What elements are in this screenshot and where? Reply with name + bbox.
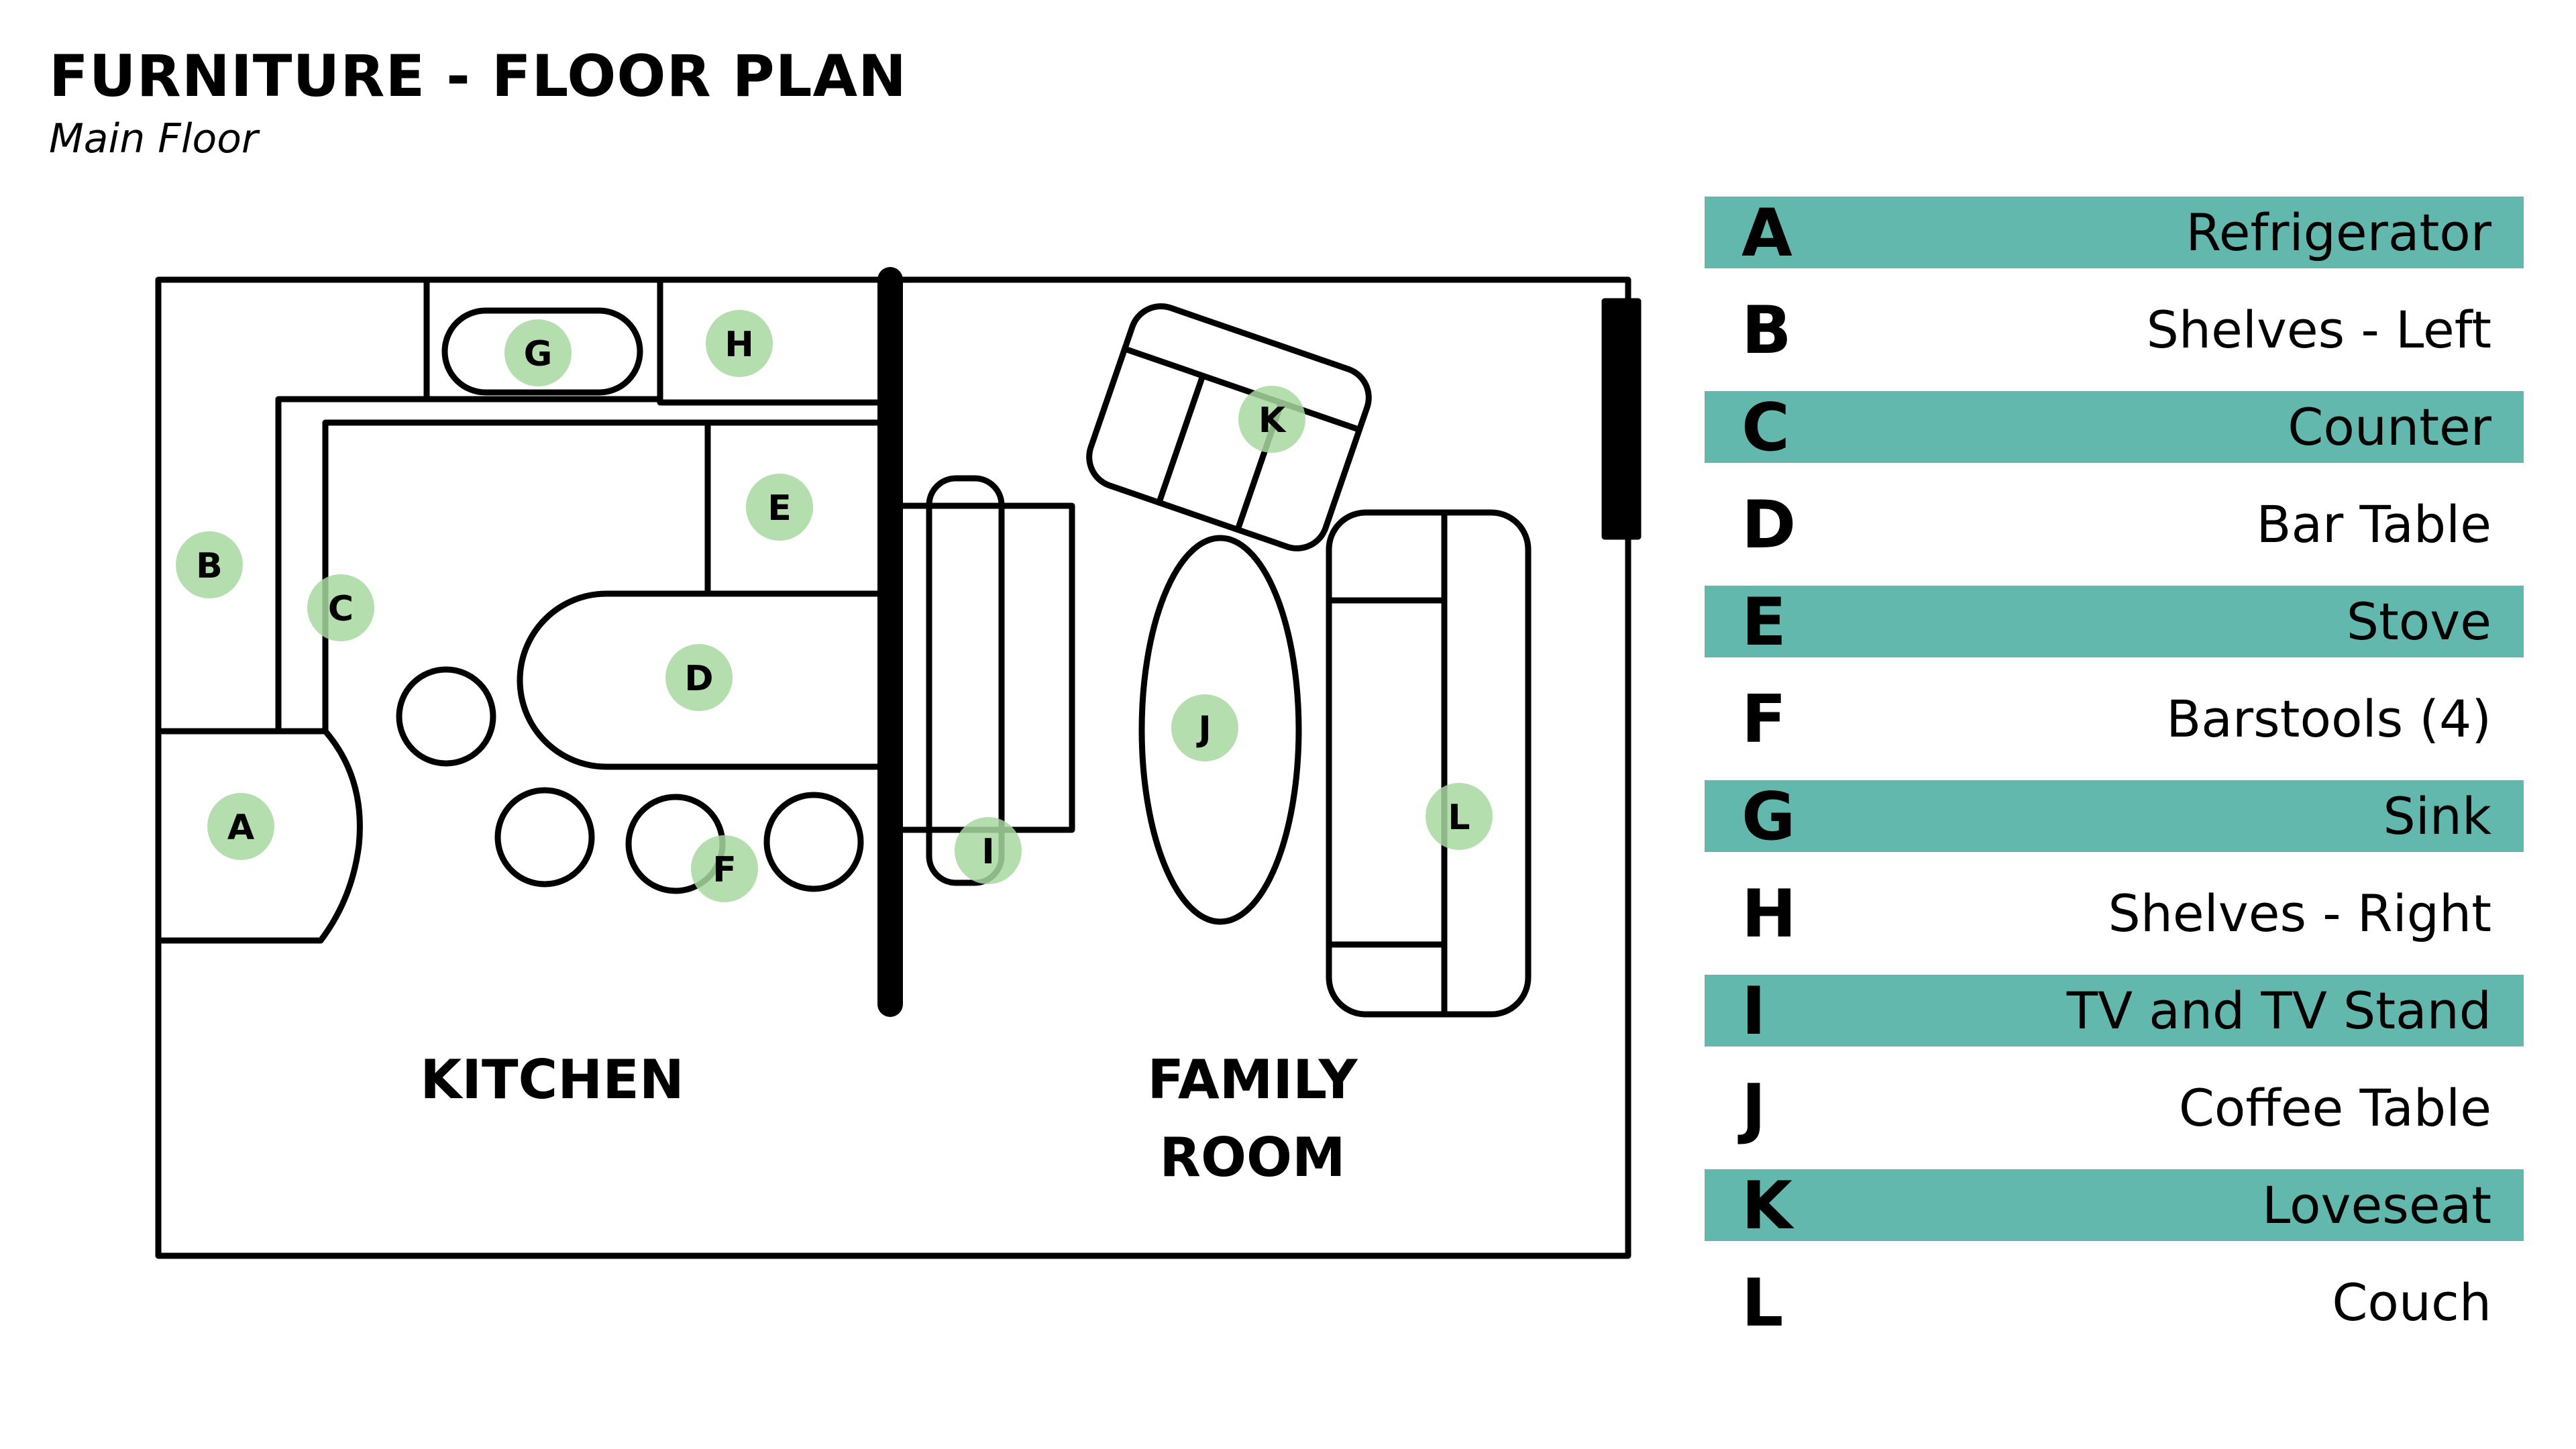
legend-label: Barstools (4): [2166, 689, 2491, 749]
barstool: [396, 666, 496, 767]
marker-h: H: [706, 310, 773, 377]
legend-label: Loveseat: [2262, 1175, 2491, 1235]
legend-band: [1705, 391, 2524, 463]
legend-row-j: J Coffee Table: [1705, 1071, 2524, 1147]
couch-shape: [1326, 509, 1532, 1018]
legend-label: TV and TV Stand: [2066, 981, 2491, 1040]
kitchen-label: KITCHEN: [420, 1049, 684, 1111]
shelves-left-shape: [275, 276, 430, 735]
marker-l: L: [1426, 783, 1493, 850]
legend-band: [1705, 197, 2524, 268]
page-subtitle: Main Floor: [49, 115, 258, 162]
marker-f-label: F: [712, 850, 737, 890]
coffee-table-shape: [1138, 535, 1302, 925]
marker-i: I: [955, 817, 1022, 884]
legend-letter: L: [1741, 1265, 1784, 1342]
barstool: [494, 787, 595, 888]
loveseat-line: [1156, 372, 1206, 506]
legend-letter: F: [1741, 682, 1786, 758]
legend-label: Bar Table: [2256, 494, 2491, 554]
family-room-label-line2: ROOM: [1159, 1126, 1345, 1189]
legend-row-h: H Shelves - Right: [1705, 876, 2524, 953]
marker-h-label: H: [724, 325, 754, 365]
bar-table-shape: [517, 590, 894, 770]
legend-band: [1705, 586, 2524, 657]
legend-letter: H: [1741, 876, 1797, 953]
marker-j-label: J: [1196, 709, 1211, 749]
marker-b-label: B: [196, 546, 223, 586]
legend-row-i: I TV and TV Stand: [1705, 973, 2524, 1050]
legend-row-e: E Stove: [1705, 584, 2524, 661]
loveseat-line: [1122, 345, 1362, 433]
marker-d-label: D: [684, 659, 713, 699]
marker-a: A: [207, 793, 274, 860]
marker-f: F: [691, 835, 758, 902]
legend-letter: A: [1741, 195, 1792, 272]
marker-l-label: L: [1448, 798, 1470, 838]
legend-letter: E: [1741, 584, 1786, 661]
marker-g: G: [504, 319, 572, 386]
marker-g-label: G: [524, 334, 553, 374]
marker-e-label: E: [767, 488, 792, 529]
legend-letter: B: [1741, 292, 1792, 369]
barstool: [763, 792, 864, 892]
legend-letter: J: [1741, 1071, 1766, 1147]
legend-row-b: B Shelves - Left: [1705, 292, 2524, 369]
page-title: FURNITURE - FLOOR PLAN: [49, 43, 908, 110]
legend-letter: I: [1741, 973, 1766, 1050]
shelves-right-shape: [657, 396, 894, 406]
legend-band: [1705, 975, 2524, 1046]
legend-label: Coffee Table: [2178, 1078, 2491, 1138]
legend-label: Sink: [2383, 786, 2491, 846]
legend-letter: C: [1741, 390, 1790, 466]
marker-k-label: K: [1258, 400, 1287, 441]
floor-plan: KITCHEN FAMILY ROOM A B C D E F G H I J: [155, 267, 1642, 1259]
tv-shape: [926, 475, 1005, 886]
marker-b: B: [176, 531, 243, 598]
legend: A Refrigerator B Shelves - Left C Counte…: [1705, 197, 2524, 1364]
family-room-label-line1: FAMILY: [1147, 1049, 1358, 1111]
legend-label: Shelves - Right: [2108, 883, 2491, 943]
legend-label: Refrigerator: [2186, 203, 2491, 262]
marker-k: K: [1238, 386, 1305, 453]
legend-letter: D: [1741, 487, 1796, 564]
loveseat-shape: [1086, 303, 1372, 551]
marker-e: E: [746, 474, 813, 541]
marker-j: J: [1171, 694, 1238, 761]
tv-stand-shape: [887, 502, 1075, 833]
legend-row-f: F Barstools (4): [1705, 682, 2524, 758]
legend-label: Shelves - Left: [2146, 300, 2491, 360]
marker-c: C: [307, 574, 374, 641]
legend-label: Couch: [2332, 1273, 2491, 1332]
legend-letter: K: [1741, 1168, 1792, 1244]
marker-a-label: A: [227, 808, 254, 848]
legend-letter: G: [1741, 779, 1796, 855]
legend-row-k: K Loveseat: [1705, 1168, 2524, 1244]
marker-c-label: C: [328, 589, 354, 629]
window: [1601, 298, 1642, 540]
marker-d: D: [665, 644, 733, 711]
marker-i-label: I: [981, 832, 994, 872]
legend-row-c: C Counter: [1705, 390, 2524, 466]
legend-label: Counter: [2288, 397, 2491, 457]
legend-row-a: A Refrigerator: [1705, 195, 2524, 272]
refrigerator-shape: [155, 728, 363, 944]
legend-row-g: G Sink: [1705, 779, 2524, 855]
sink-shape: [441, 307, 643, 396]
legend-label: Stove: [2346, 592, 2491, 651]
legend-row-d: D Bar Table: [1705, 487, 2524, 564]
legend-band: [1705, 1169, 2524, 1241]
legend-row-l: L Couch: [1705, 1265, 2524, 1342]
legend-band: [1705, 780, 2524, 852]
